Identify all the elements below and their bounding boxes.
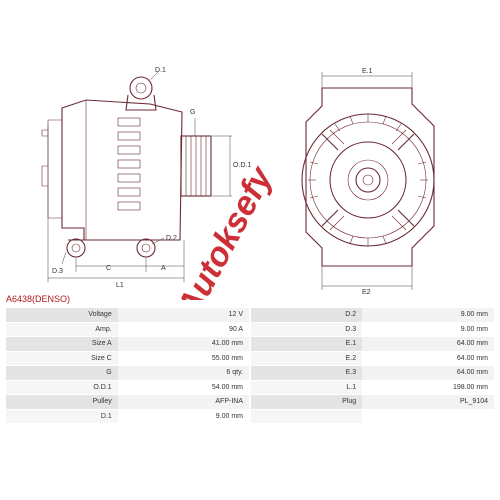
spec-left-value: 90 A [117, 322, 250, 336]
spec-right-value: 9.00 mm [362, 308, 494, 322]
front-view: E.1 E2 [301, 68, 435, 296]
spec-right-value: 64.00 mm [362, 351, 494, 365]
spec-left-label: Amp. [6, 322, 118, 336]
spec-right-label: E.1 [250, 337, 363, 351]
alternator-technical-drawing: D.1 G O.D.1 D.2 D.3 C A L1 [41, 67, 435, 300]
spec-right-label: E.3 [250, 366, 363, 380]
spec-gap [249, 322, 251, 336]
spec-left-value: 41.00 mm [117, 337, 250, 351]
spec-right-value: PL_9104 [362, 395, 494, 409]
label-c: C [106, 265, 111, 272]
label-e2: E2 [362, 289, 371, 296]
spec-gap [249, 308, 251, 322]
spec-gap [249, 395, 251, 409]
spec-right-value: 64.00 mm [362, 366, 494, 380]
spec-gap [249, 337, 251, 351]
spec-right-value: 64.00 mm [362, 337, 494, 351]
spec-left-value: 6 qty. [117, 366, 250, 380]
spec-left-label: Size A [6, 337, 118, 351]
spec-right-label: D.2 [250, 308, 363, 322]
side-view: D.1 G O.D.1 D.2 D.3 C A L1 [41, 67, 251, 289]
label-g: G [190, 109, 195, 116]
spec-left-label: G [6, 366, 118, 380]
spec-right-label [250, 409, 363, 423]
label-d2: D.2 [166, 235, 177, 242]
label-od1: O.D.1 [233, 162, 251, 169]
spec-right-value: 198.00 mm [362, 380, 494, 394]
spec-left-value: 55.00 mm [117, 351, 250, 365]
spec-right-label: E.2 [250, 351, 363, 365]
spec-right-label: Plug [250, 395, 363, 409]
label-a: A [161, 265, 166, 272]
spec-gap [249, 380, 251, 394]
label-e1: E.1 [362, 68, 373, 75]
spec-gap [249, 366, 251, 380]
spec-left-label: Pulley [6, 395, 118, 409]
spec-left-label: D.1 [6, 409, 118, 423]
fan-fins [308, 114, 428, 246]
pulley [180, 135, 212, 197]
spec-left-value: 9.00 mm [117, 409, 250, 423]
spec-left-value: 54.00 mm [117, 380, 250, 394]
part-title: A6438(DENSO) [6, 294, 71, 304]
housing-slots [117, 117, 141, 211]
label-l1: L1 [116, 282, 124, 289]
spec-right-label: D.3 [250, 322, 363, 336]
spec-left-value: 12 V [117, 308, 250, 322]
spec-left-label: O.D.1 [6, 380, 118, 394]
spec-gap [249, 409, 251, 423]
spec-gap [249, 351, 251, 365]
spec-right-value: 9.00 mm [362, 322, 494, 336]
spec-right-value [362, 409, 494, 423]
spec-left-label: Size C [6, 351, 118, 365]
spec-left-value: AFP-INA [117, 395, 250, 409]
label-d3: D.3 [52, 268, 63, 275]
label-d1: D.1 [155, 67, 166, 74]
spec-left-label: Voltage [6, 308, 118, 322]
spec-right-label: L.1 [250, 380, 363, 394]
